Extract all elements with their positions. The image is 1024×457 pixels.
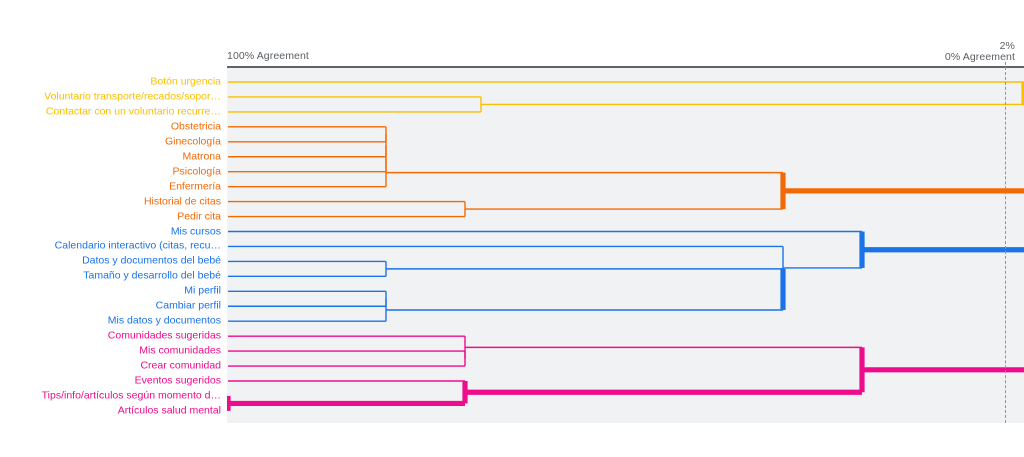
cut-threshold-line bbox=[1005, 62, 1006, 423]
leaf-label: Calendario interactivo (citas, recu… bbox=[54, 240, 221, 252]
leaf-label: Psicología bbox=[172, 166, 221, 178]
leaf-label: Comunidades sugeridas bbox=[107, 330, 221, 342]
leaf-label: Enfermería bbox=[169, 181, 221, 193]
leaf-label: Mis datos y documentos bbox=[107, 315, 221, 327]
dendrogram-tree bbox=[227, 81, 1024, 411]
leaf-label: Crear comunidad bbox=[140, 360, 221, 372]
axis-right-label: 0% Agreement bbox=[944, 51, 1015, 63]
axis-top-rule bbox=[227, 66, 1024, 68]
leaf-label: Voluntario transporte/recados/sopor… bbox=[44, 91, 221, 103]
leaf-label: Ginecología bbox=[164, 136, 221, 148]
axis-right-percent: 2% bbox=[999, 40, 1015, 52]
leaf-label: Matrona bbox=[182, 151, 221, 163]
leaf-label: Artículos salud mental bbox=[117, 405, 221, 417]
leaf-label: Obstetricia bbox=[170, 121, 221, 133]
dendrogram-plot-area bbox=[227, 68, 1024, 423]
leaf-label: Pedir cita bbox=[177, 211, 221, 223]
leaf-label: Botón urgencia bbox=[150, 76, 221, 88]
leaf-label: Historial de citas bbox=[143, 196, 221, 208]
leaf-label: Mis cursos bbox=[170, 226, 221, 237]
leaf-label: Cambiar perfil bbox=[155, 300, 221, 312]
leaf-label: Datos y documentos del bebé bbox=[82, 255, 221, 267]
axis-left-label: 100% Agreement bbox=[227, 50, 309, 62]
leaf-label: Contactar con un voluntario recurre… bbox=[45, 106, 221, 118]
leaf-label: Mis comunidades bbox=[139, 345, 221, 357]
leaf-label: Eventos sugeridos bbox=[134, 375, 221, 387]
leaf-label: Tips/info/artículos según momento d… bbox=[41, 390, 221, 402]
leaf-label: Tamaño y desarrollo del bebé bbox=[83, 270, 221, 282]
leaf-label: Mi perfil bbox=[184, 285, 221, 297]
